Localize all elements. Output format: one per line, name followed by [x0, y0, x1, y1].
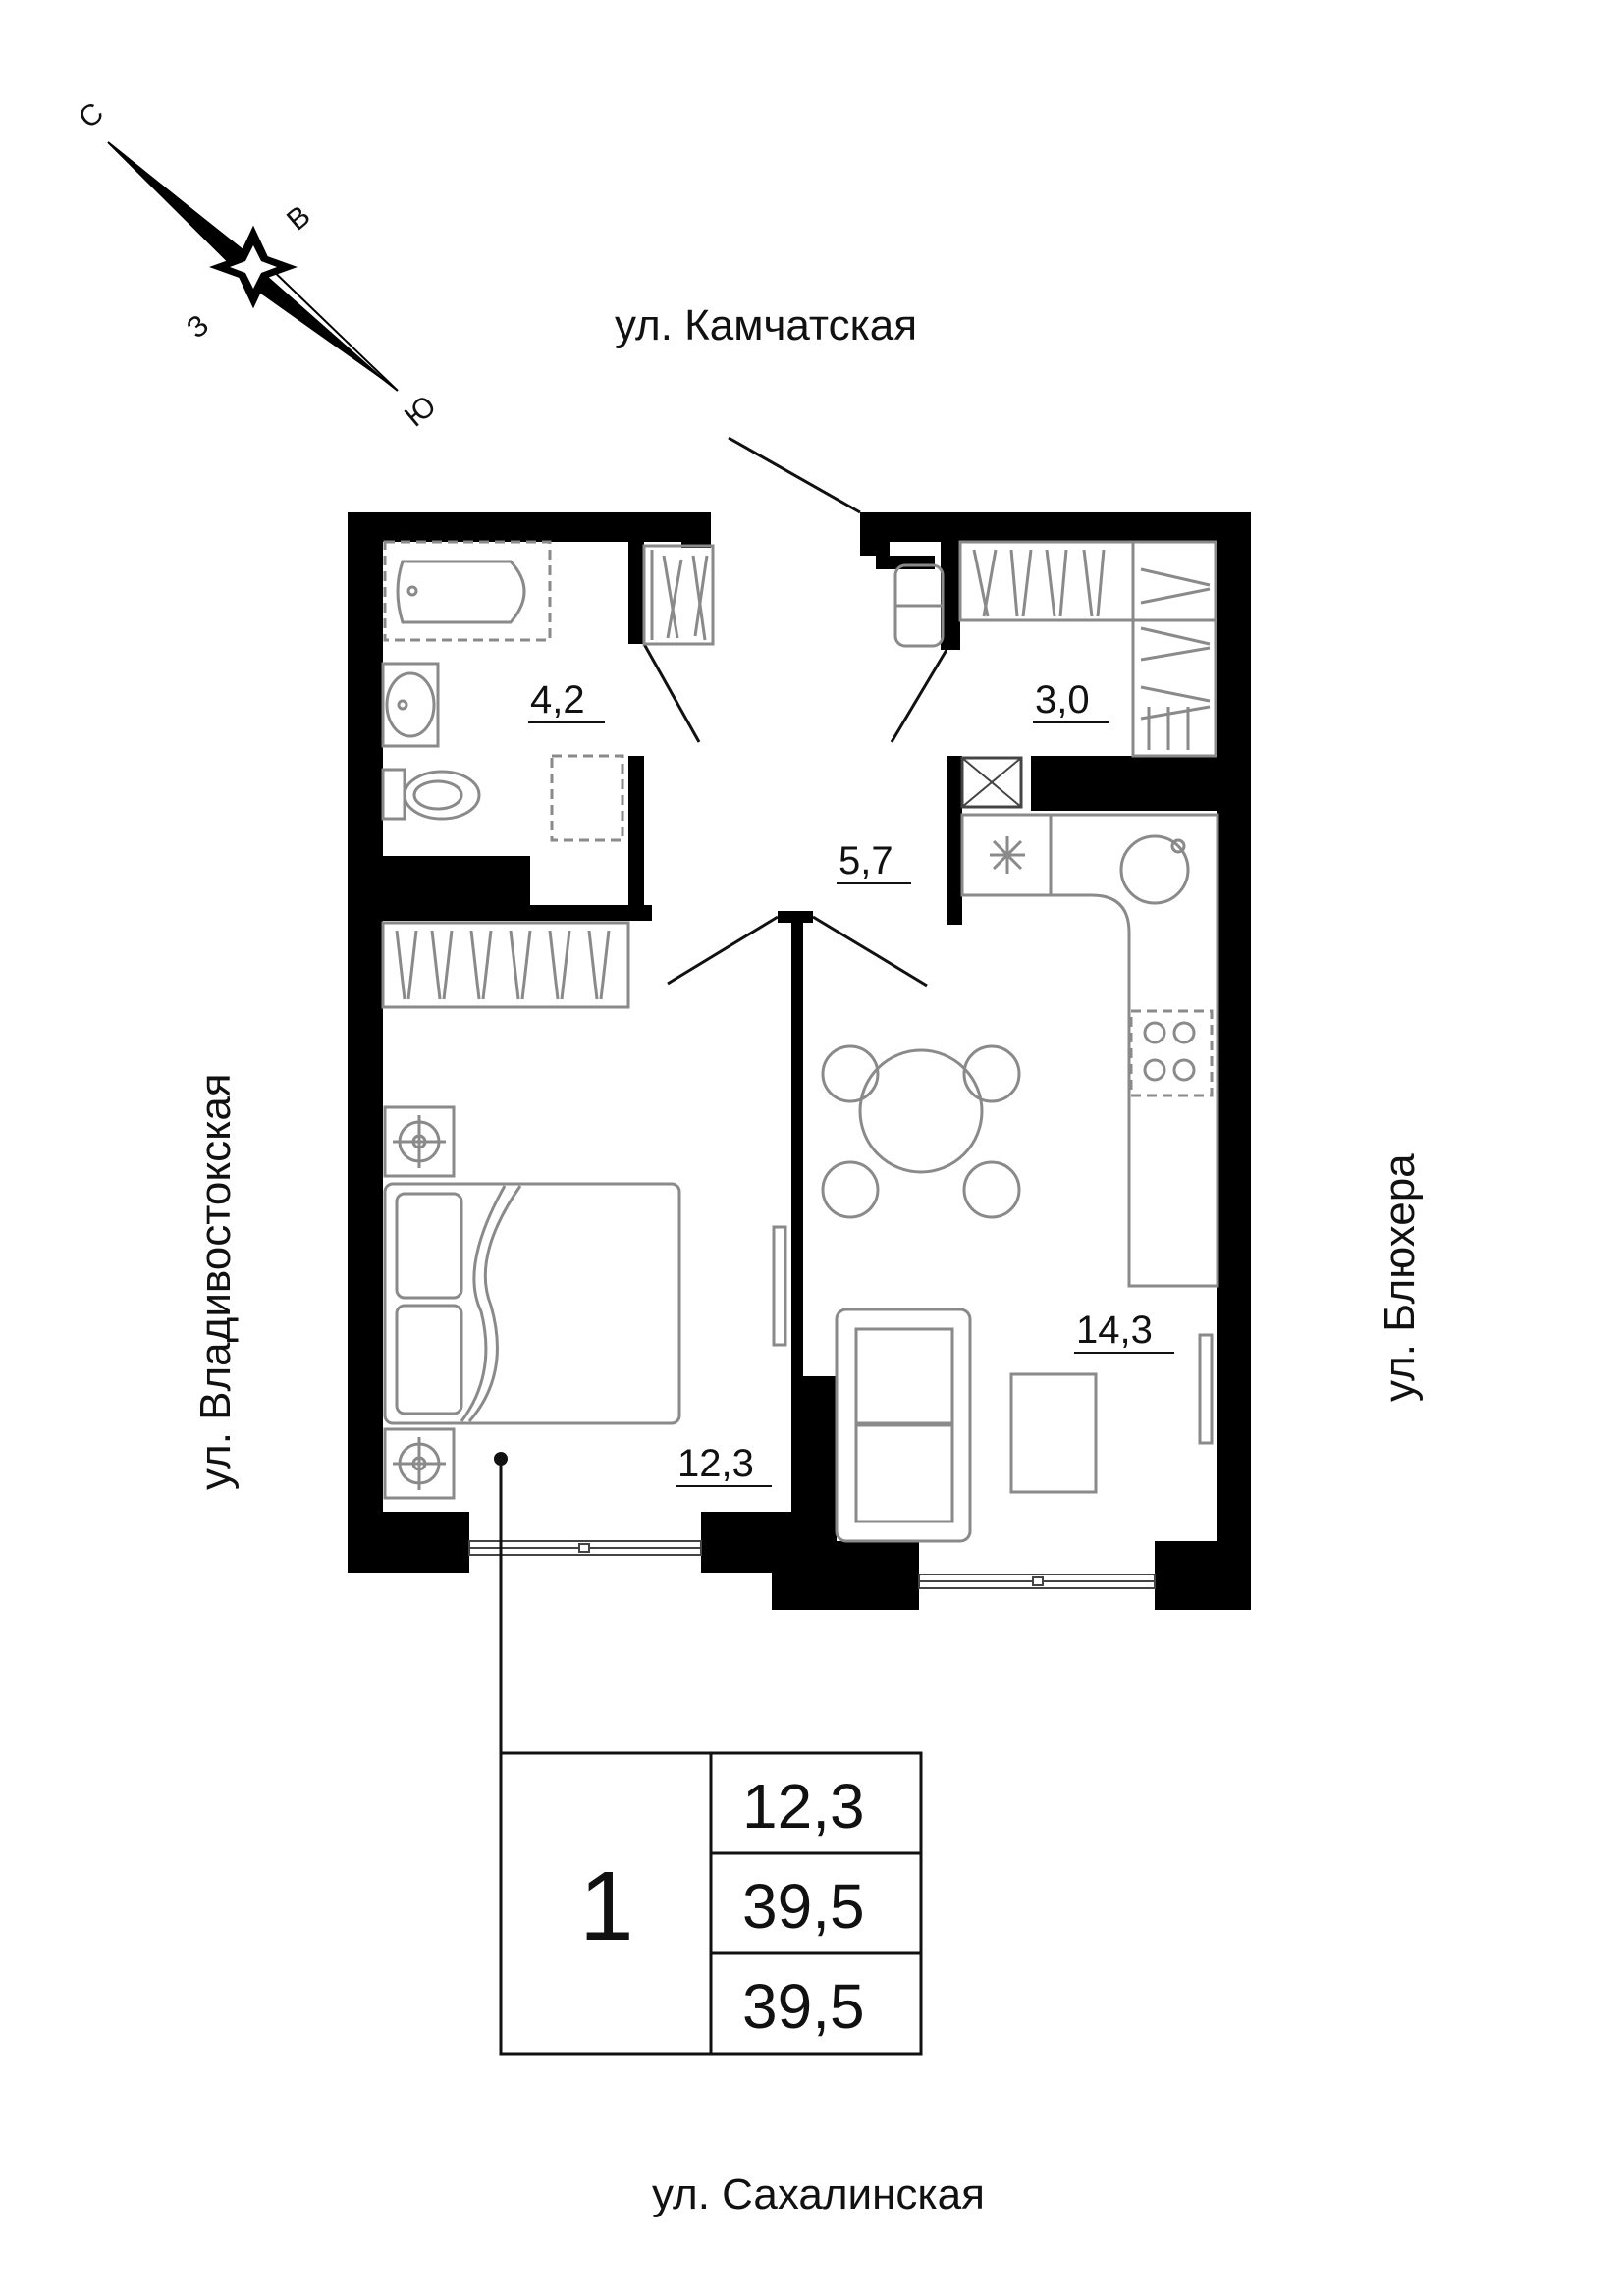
bed-blanket-fold — [467, 1185, 522, 1422]
washing-machine — [550, 754, 624, 842]
windows — [468, 1540, 1156, 1589]
street-bottom-label: ул. Сахалинская — [652, 2170, 985, 2218]
sofa — [835, 1308, 972, 1543]
fridge-icon — [990, 836, 1025, 874]
kitchen-area: 14,3 — [1076, 1308, 1153, 1352]
bed-pillow-1 — [395, 1192, 463, 1300]
room-area-labels: 4,2 3,0 5,7 12,3 14,3 — [528, 678, 1174, 1487]
bedroom-door — [667, 915, 779, 986]
bathroom-area: 4,2 — [530, 678, 585, 721]
nightstand-bottom — [383, 1427, 456, 1500]
dining-table — [858, 1048, 984, 1174]
rooms-count: 1 — [579, 1851, 634, 1961]
dining-chairs — [821, 1044, 1021, 1219]
living-area-value: 12,3 — [742, 1771, 865, 1842]
bed-pillow-2 — [395, 1304, 463, 1415]
compass-rose: С В Ю З — [73, 96, 442, 433]
total-area-value-2: 39,5 — [742, 1971, 865, 2042]
bathtub-basin — [396, 560, 526, 624]
compass-star-inner — [230, 245, 277, 289]
bathroom-fixtures — [381, 540, 715, 842]
compass-west-label: З — [181, 309, 215, 346]
storage-area: 3,0 — [1035, 678, 1090, 721]
hall-area: 5,7 — [839, 839, 893, 882]
kitchen-door — [812, 915, 928, 988]
bedroom-radiator — [772, 1225, 787, 1347]
nightstand-top — [383, 1105, 456, 1178]
compass-north-label: С — [73, 96, 110, 134]
storage-wardrobe — [958, 540, 1217, 809]
kitchen-counter — [960, 813, 1219, 1288]
compass-needle-north — [108, 142, 253, 277]
toilet-tank — [381, 768, 406, 821]
coffee-table — [1009, 1372, 1098, 1494]
bathroom-shelf — [642, 544, 715, 646]
bed — [383, 1182, 681, 1425]
washbasin — [381, 662, 440, 748]
toilet-bowl — [403, 770, 481, 821]
walls — [348, 512, 1251, 1610]
bedroom-area: 12,3 — [677, 1442, 754, 1485]
compass-south-label: Ю — [399, 390, 442, 434]
bedroom-wardrobe — [381, 921, 630, 1009]
cooktop — [1129, 1009, 1214, 1097]
street-left-label: ул. Владивостокская — [191, 1073, 240, 1490]
bathroom-door — [642, 643, 701, 743]
street-right-label: ул. Блюхера — [1376, 1153, 1424, 1402]
compass-needle-south — [251, 261, 399, 392]
street-top-label: ул. Камчатская — [615, 301, 917, 349]
compass-east-label: В — [281, 199, 317, 237]
total-area-value: 39,5 — [742, 1871, 865, 1942]
doors — [642, 643, 948, 988]
entrance-marker-line — [728, 436, 861, 514]
compass-needle-south-fill — [245, 267, 398, 391]
kitchen-furniture — [821, 813, 1219, 1543]
hall-fixtures — [893, 563, 945, 648]
summary-table: 1 12,3 39,5 39,5 — [499, 1751, 923, 2056]
kitchen-radiator — [1198, 1333, 1214, 1445]
bathtub — [383, 540, 552, 642]
kitchen-sink — [1119, 834, 1190, 905]
bedroom-furniture — [381, 921, 787, 1753]
storage-door — [890, 649, 948, 743]
